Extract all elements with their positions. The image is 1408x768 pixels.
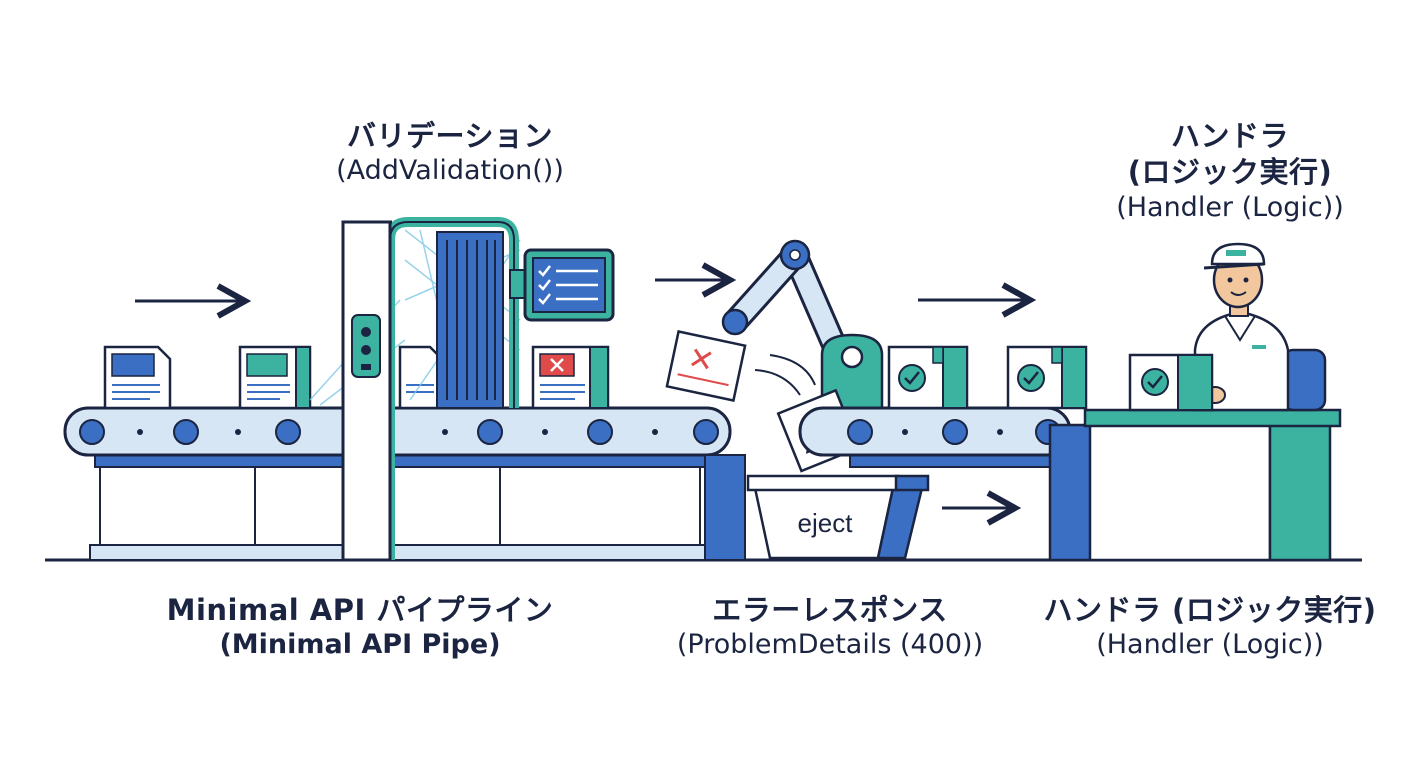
robot-arm-icon	[721, 239, 884, 410]
chair	[1281, 348, 1327, 412]
document-icon	[238, 345, 312, 410]
error-response-title: エラーレスポンス	[712, 593, 948, 627]
handler-top-subtitle: (Handler (Logic))	[1116, 191, 1344, 223]
checkmark-icon	[898, 364, 926, 392]
checkmark-icon	[1017, 364, 1045, 392]
conveyor-belt-icon	[798, 406, 1072, 468]
handler-bottom-label: ハンドラ (ロジック実行) (Handler (Logic))	[1030, 592, 1390, 662]
handler-bottom-title: ハンドラ (ロジック実行)	[1043, 593, 1377, 627]
handler-top-title-2: (ロジック実行)	[1127, 155, 1333, 190]
document-icon	[398, 345, 442, 410]
pipeline-label: Minimal API パイプライン (Minimal API Pipe)	[120, 592, 600, 662]
validation-title: バリデーション	[347, 119, 553, 153]
handler-desk	[1048, 408, 1342, 562]
validation-label: バリデーション (AddValidation())	[250, 118, 650, 188]
handler-top-title-1: ハンドラ	[1170, 119, 1289, 153]
worker-icon	[1193, 242, 1290, 412]
pipeline-title: Minimal API パイプライン	[166, 593, 554, 627]
x-mark-icon	[691, 348, 712, 370]
document-icon	[531, 345, 610, 410]
package-box	[1006, 345, 1088, 410]
document-icon	[103, 345, 172, 410]
scanner-gate-icon	[309, 217, 521, 562]
pipeline-subtitle: (Minimal API Pipe)	[219, 629, 501, 661]
monitor-checklist-icon	[509, 248, 615, 322]
reject-bin-icon	[746, 474, 930, 560]
handler-bottom-subtitle: (Handler (Logic))	[1096, 629, 1324, 661]
bin-label: eject	[798, 508, 854, 538]
error-response-subtitle: (ProblemDetails (400))	[676, 629, 984, 661]
package-box	[1128, 353, 1214, 412]
conveyor-belt-icon	[63, 406, 746, 561]
x-mark-icon	[550, 358, 564, 372]
error-response-label: エラーレスポンス (ProblemDetails (400))	[640, 592, 1020, 662]
validation-subtitle: (AddValidation())	[336, 155, 564, 187]
checkmark-icon	[1141, 368, 1169, 396]
document-icon	[665, 330, 747, 402]
handler-top-label: ハンドラ (ロジック実行) (Handler (Logic))	[1060, 118, 1400, 224]
package-box	[887, 345, 969, 410]
